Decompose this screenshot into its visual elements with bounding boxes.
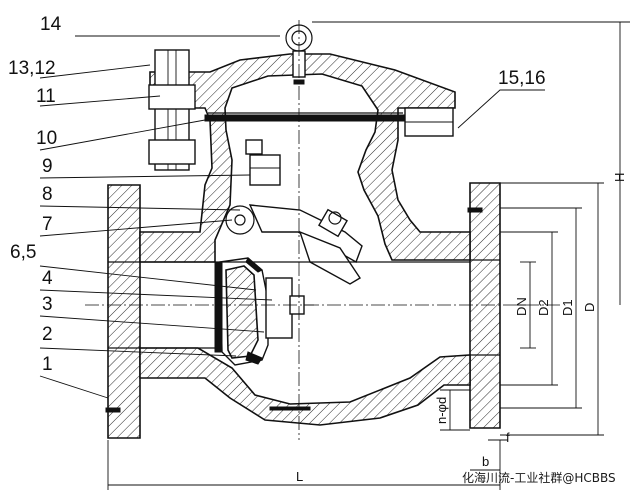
callout-7: 7: [42, 214, 53, 235]
callout-6-5: 6,5: [10, 242, 36, 263]
callout-3: 3: [42, 294, 53, 315]
cover-nut-top: [148, 84, 196, 110]
dim-b: b: [482, 454, 489, 469]
disc-nut: [265, 277, 293, 339]
callout-10: 10: [36, 128, 57, 149]
dim-DN: DN: [514, 297, 529, 316]
dim-f: f: [506, 430, 510, 445]
disc-arm: [248, 204, 363, 264]
hinge-bolt-head: [245, 139, 263, 155]
dim-D2: D2: [536, 299, 551, 316]
left-flange: [107, 184, 141, 439]
valve-body-lower: [139, 347, 471, 426]
callout-15-16: 15,16: [498, 68, 546, 89]
right-flange: [469, 182, 501, 429]
leader-lines: [39, 35, 545, 399]
watermark: 化海川流-工业社群@HCBBS: [462, 470, 616, 485]
arm-nut: [318, 208, 348, 238]
callout-1: 1: [42, 354, 53, 375]
callout-14: 14: [40, 14, 62, 35]
callout-8: 8: [42, 184, 53, 205]
callout-4: 4: [42, 268, 53, 289]
dim-n-phi-d: n-φd: [434, 397, 449, 424]
cover-nut-bottom: [148, 139, 196, 165]
callout-9: 9: [42, 156, 53, 177]
callout-11: 11: [36, 86, 56, 107]
dim-H: H: [612, 173, 627, 182]
dim-L: L: [296, 469, 303, 484]
dim-D1: D1: [560, 299, 575, 316]
callout-2: 2: [42, 324, 53, 345]
bonnet-gasket: [204, 114, 406, 122]
callout-13-12: 13,12: [8, 58, 56, 79]
dim-D: D: [582, 303, 597, 312]
dimension-lines: [107, 21, 630, 490]
hinge-pin: [225, 205, 255, 235]
hinge-bracket: [249, 154, 281, 186]
